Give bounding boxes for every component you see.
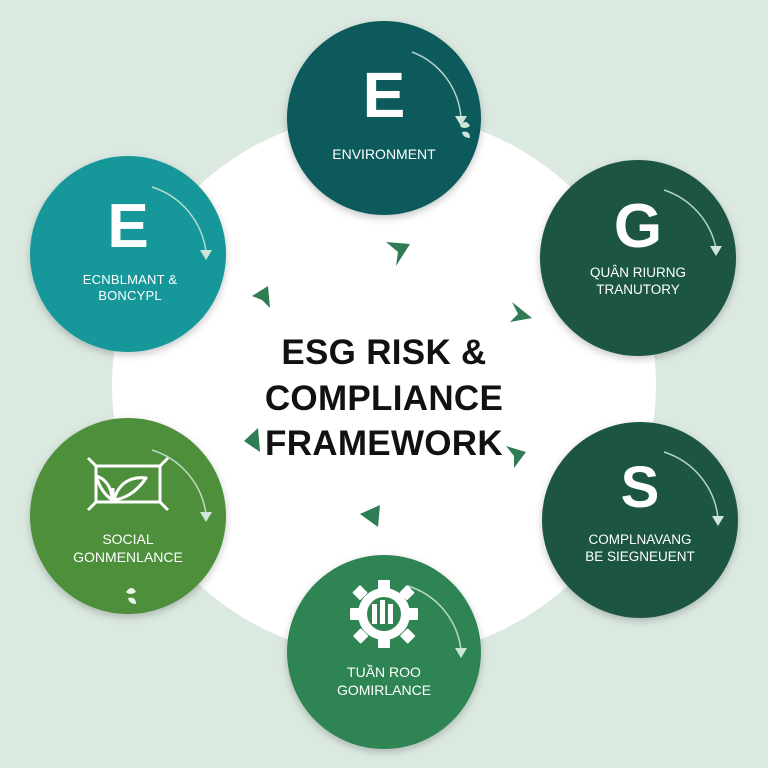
node-label-upper-right: QUÂN RIURNG TRANUTORY	[558, 265, 718, 299]
arc-arrowhead-icon	[455, 648, 467, 658]
arc-arrowhead-icon	[200, 512, 212, 522]
cycle-arc	[151, 186, 207, 253]
node-circle-upper-right	[540, 160, 736, 356]
node-circle-bottom	[287, 555, 481, 749]
flow-arrow-icon	[510, 302, 532, 322]
node-letter-lower-right: S	[620, 455, 660, 520]
leaf-sprig-icon	[460, 122, 470, 138]
node-letter-upper-left: E	[107, 192, 149, 261]
gear-icon	[350, 580, 418, 648]
leaf-sprig-icon	[126, 588, 136, 604]
label-line: QUÂN RIURNG	[589, 265, 686, 280]
label-line: BE SIEGNEUENT	[585, 548, 695, 564]
label-line: GOMIRLANCE	[336, 681, 432, 698]
cycle-arc	[411, 51, 462, 119]
flow-arrow-icon	[386, 242, 410, 266]
flow-arrow-icon	[252, 286, 270, 308]
node-label-bottom: TUẦN ROO GOMIRLANCE	[304, 664, 464, 699]
flow-arrow-icon	[360, 505, 380, 527]
node-label-lower-left: SOCIAL GONMENLANCE	[48, 531, 208, 566]
label-line: ENVIRONMENT	[332, 146, 436, 162]
label-line: ECNBLMANT &	[82, 272, 178, 287]
node-circle-lower-left	[30, 418, 226, 614]
leaf-board-icon	[86, 456, 170, 512]
arc-arrowhead-icon	[710, 246, 722, 256]
node-circle-lower-right	[542, 422, 738, 618]
label-line: COMPLNAVANG	[588, 532, 692, 547]
arc-arrowhead-icon	[712, 516, 724, 526]
node-label-lower-right: COMPLNAVANG BE SIEGNEUENT	[560, 532, 720, 566]
title-line: COMPLIANCE	[264, 378, 504, 418]
arc-arrowhead-icon	[200, 250, 212, 260]
node-label-upper-left: ECNBLMANT & BONCYPL	[50, 272, 210, 305]
cycle-arc	[407, 585, 462, 651]
label-line: TUẦN ROO	[347, 664, 421, 680]
node-circle-top	[287, 21, 481, 215]
node-letter-top: E	[362, 59, 406, 131]
cycle-arc	[151, 449, 207, 515]
flow-arrow-icon	[506, 446, 526, 468]
center-hub	[112, 113, 656, 657]
node-label-top: ENVIRONMENT	[304, 146, 464, 164]
title-line: ESG RISK &	[281, 333, 487, 372]
label-line: BONCYPL	[98, 288, 162, 304]
cycle-arc	[663, 189, 717, 249]
title-line: FRAMEWORK	[265, 424, 503, 463]
label-line: TRANUTORY	[596, 281, 680, 297]
label-line: SOCIAL	[102, 531, 154, 547]
arc-arrowhead-icon	[455, 116, 467, 126]
node-letter-upper-right: G	[613, 192, 663, 261]
flow-arrow-icon	[244, 428, 260, 452]
label-line: GONMENLANCE	[73, 548, 183, 565]
node-circle-upper-left	[30, 156, 226, 352]
diagram-title: ESG RISK & COMPLIANCE FRAMEWORK	[214, 330, 554, 467]
cycle-arc	[663, 451, 719, 519]
